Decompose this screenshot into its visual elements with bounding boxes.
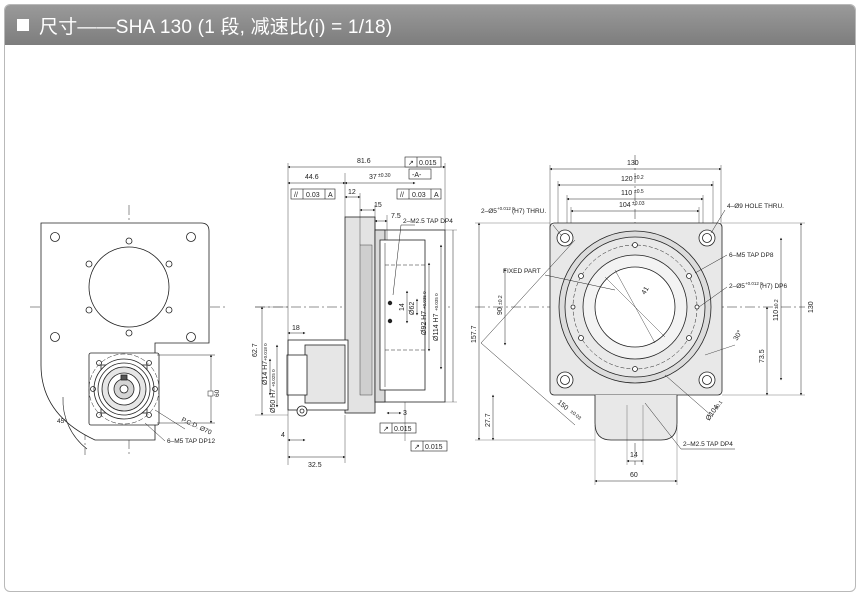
hole-dp6-label: 2–Ø5 +0.012 0 (H7) DP6 [729, 281, 787, 290]
dim-60-front: 60 [630, 472, 638, 479]
dim-7-5: 7.5 [391, 213, 401, 220]
dim-62-7: 62.7 [252, 343, 259, 357]
svg-text:37: 37 [369, 174, 377, 181]
svg-text:+0.035 0: +0.035 0 [422, 291, 427, 309]
main-bore [88, 246, 170, 328]
gdt-runout-symbol-2: ↗ [383, 426, 389, 433]
dim-3: 3 [403, 410, 407, 417]
dim-157-7: 157.7 [471, 325, 478, 343]
dim-12: 12 [348, 189, 356, 196]
tap-m5-label: 6–M5 TAP DP12 [167, 438, 215, 445]
dim-32-5: 32.5 [308, 462, 322, 469]
svg-text:±0.2: ±0.2 [498, 295, 504, 305]
svg-text:+0.025 0: +0.025 0 [271, 369, 276, 387]
svg-text:+0.012 0: +0.012 0 [745, 281, 763, 286]
svg-text:±0.03: ±0.03 [569, 409, 583, 422]
gdt-par1-ref: A [328, 192, 333, 199]
dim-104-top: 104 ±0.03 [619, 201, 645, 209]
page-title: 尺寸——SHA 130 (1 段, 减速比(i) = 1/18) [39, 16, 393, 38]
dim-92h7: Ø92 H7 +0.035 0 [421, 291, 428, 335]
dim-44-6: 44.6 [305, 174, 319, 181]
dim-120: 120 ±0.2 [621, 175, 644, 183]
dim-104-bottom: Ø104 ±0.1 [705, 400, 724, 423]
dim-114h7: Ø114 H7 +0.035 0 [433, 293, 440, 341]
dim-41: 41 [641, 286, 651, 296]
gdt-runout3-value: 0.015 [425, 444, 443, 451]
dim-50h7: Ø50 H7 +0.025 0 [270, 369, 277, 413]
dim-81-6: 81.6 [357, 158, 371, 165]
fixed-part-label: FIXED PART [503, 268, 541, 275]
left-view [30, 205, 227, 455]
dim-62: Ø62 [409, 302, 416, 315]
gdt-par2-ref: A [434, 192, 439, 199]
svg-text:110: 110 [773, 310, 780, 321]
gdt-datum: -A- [412, 172, 422, 179]
tap-m2-5-label: 2–M2.5 TAP DP4 [403, 218, 453, 225]
angle-30: 30° [732, 329, 744, 342]
dim-150: 150 ±0.03 [556, 399, 583, 422]
svg-text:±0.03: ±0.03 [632, 201, 645, 207]
gdt-par2-value: 0.03 [412, 192, 426, 199]
side-view [255, 156, 457, 465]
svg-text:Ø92 H7: Ø92 H7 [421, 311, 428, 335]
svg-text:±0.2: ±0.2 [634, 175, 644, 181]
dim-27-7: 27.7 [485, 413, 492, 427]
svg-text:110: 110 [621, 190, 632, 197]
flange-plate [40, 222, 210, 441]
svg-text:Ø50 H7: Ø50 H7 [270, 389, 277, 413]
svg-text:90: 90 [497, 307, 504, 315]
hole-thru-label: 4–Ø9 HOLE THRU. [727, 203, 784, 210]
dim-90: 90 ±0.2 [497, 295, 504, 315]
dim-14-front: 14 [630, 452, 638, 459]
tap-m5-dp8-label: 6–M5 TAP DP8 [729, 252, 774, 259]
svg-text:Ø14 H7: Ø14 H7 [262, 361, 269, 385]
dim-15: 15 [374, 202, 382, 209]
dim-73-5: 73.5 [759, 349, 766, 363]
svg-text:±0.5: ±0.5 [634, 189, 644, 195]
tap-m2-5-front-label: 2–M2.5 TAP DP4 [683, 441, 733, 448]
gdt-parallel-symbol: // [294, 192, 298, 199]
dim-14h7: Ø14 H7 +0.018 0 [262, 343, 269, 385]
gdt-runout2-value: 0.015 [394, 426, 412, 433]
dim-60-label: 60 [214, 389, 221, 397]
svg-text:(H7) DP6: (H7) DP6 [760, 283, 787, 290]
square-icon [17, 19, 29, 31]
svg-text:+0.012 0: +0.012 0 [497, 206, 515, 211]
dim-110-top: 110 ±0.5 [621, 189, 644, 197]
gdt-runout-symbol-3: ↗ [414, 444, 420, 451]
svg-text:(H7) THRU.: (H7) THRU. [512, 208, 546, 215]
dim-37: 37 ±0.30 [369, 173, 391, 181]
svg-text:2–Ø5: 2–Ø5 [729, 283, 745, 290]
svg-text:+0.035 0: +0.035 0 [434, 293, 439, 311]
gdt-runout1-value: 0.015 [419, 160, 437, 167]
dim-18: 18 [292, 325, 300, 332]
gdt-runout-symbol: ↗ [408, 160, 414, 167]
drawing-frame: 尺寸——SHA 130 (1 段, 减速比(i) = 1/18) [4, 4, 856, 592]
technical-drawing: 45° 60 P.C.D. Ø70 6–M5 TAP DP12 [30, 155, 815, 485]
svg-text:+0.018 0: +0.018 0 [263, 343, 268, 361]
dim-130-right: 130 [808, 301, 815, 313]
dim-130-top: 130 [627, 160, 639, 167]
svg-text:2–Ø5: 2–Ø5 [481, 208, 497, 215]
hole-top-left-label: 2–Ø5 +0.012 0 (H7) THRU. [481, 206, 546, 215]
svg-text:±0.2: ±0.2 [774, 299, 780, 309]
dim-110-right: 110 ±0.2 [773, 299, 780, 321]
svg-text:104: 104 [619, 202, 631, 209]
gdt-parallel-symbol-2: // [400, 192, 404, 199]
svg-text:120: 120 [621, 176, 633, 183]
front-view [475, 155, 805, 485]
svg-text:±0.30: ±0.30 [378, 173, 391, 179]
dim-14: 14 [399, 303, 406, 311]
dim-4: 4 [281, 432, 285, 439]
svg-text:Ø114 H7: Ø114 H7 [433, 313, 440, 341]
pcd-label: P.C.D. Ø70 [180, 416, 213, 436]
gdt-par1-value: 0.03 [306, 192, 320, 199]
angle-45-label: 45° [57, 417, 67, 425]
title-bar: 尺寸——SHA 130 (1 段, 减速比(i) = 1/18) [5, 5, 855, 45]
svg-text:±0.1: ±0.1 [714, 400, 725, 412]
